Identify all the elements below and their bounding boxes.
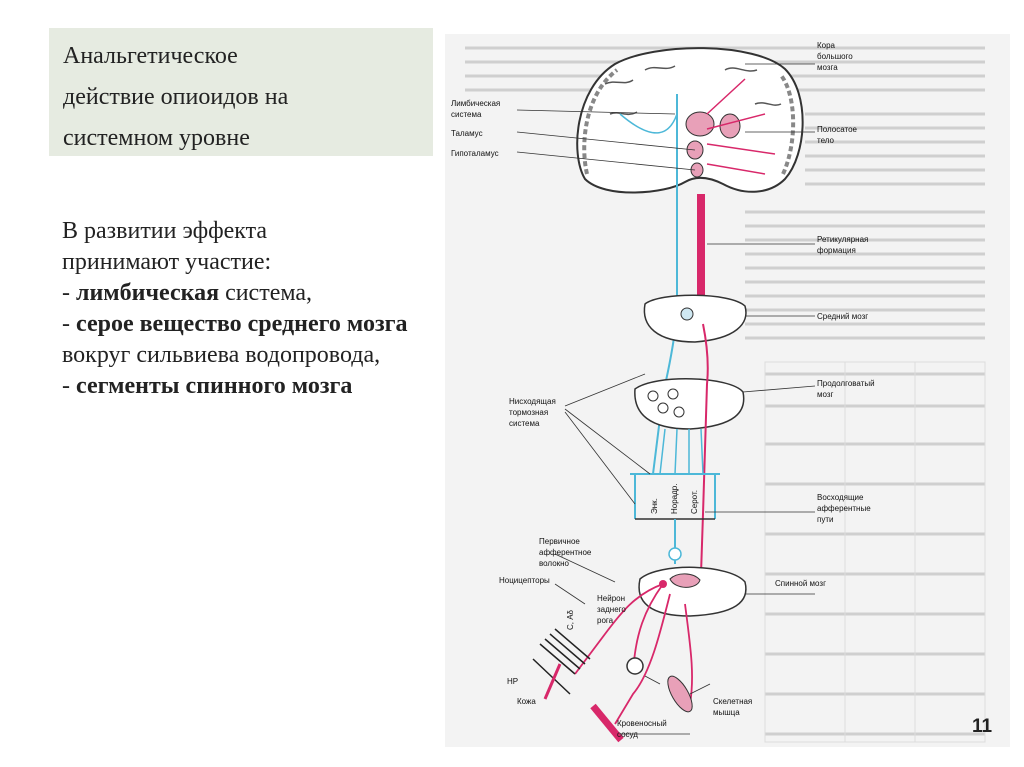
background-text-lines xyxy=(465,46,985,736)
background-table xyxy=(764,361,986,743)
label-nociceptors: Ноцицепторы xyxy=(499,576,550,585)
bullet-item-gray-matter: - серое вещество среднего мозга вокруг с… xyxy=(62,309,422,371)
bullet-rest: система, xyxy=(219,280,313,306)
bullet-bold: лимбическая xyxy=(76,280,220,306)
label-enk: Энк. xyxy=(650,498,659,514)
intro-text: В развитии эффекта принимают участие: xyxy=(62,216,422,278)
slide-body: В развитии эффекта принимают участие: - … xyxy=(62,216,422,402)
bullet-bold: сегменты спинного мозга xyxy=(76,373,353,399)
periphery-section xyxy=(532,583,693,743)
bullet-prefix: - xyxy=(62,280,76,306)
label-fibers: С, Aδ xyxy=(566,609,575,630)
descending-box xyxy=(630,473,720,564)
midbrain-section xyxy=(643,294,747,343)
medulla-section xyxy=(634,378,745,430)
slide-title-line-3: системном уровне xyxy=(63,125,250,151)
bullet-prefix: - xyxy=(62,311,76,337)
bullet-rest: вокруг сильвиева водопровода, xyxy=(62,342,381,368)
label-nr: НР xyxy=(507,677,518,686)
slide-title-box: Анальгетическое действие опиоидов на сис… xyxy=(49,28,433,156)
label-skin: Кожа xyxy=(517,697,536,706)
label-noradr: Норадр. xyxy=(670,484,679,514)
intro-line-2: принимают участие: xyxy=(62,249,272,275)
label-thalamus: Таламус xyxy=(451,129,483,138)
label-leaders xyxy=(516,63,816,735)
label-serot: Серот. xyxy=(690,490,699,514)
intro-line-1: В развитии эффекта xyxy=(62,218,268,244)
label-spinal-cord: Спинной мозг xyxy=(775,579,826,588)
bullet-list: - лимбическая система, - серое вещество … xyxy=(62,278,422,402)
slide-title-line-2: действие опиоидов на xyxy=(63,84,289,110)
label-hypothalamus: Гипоталамус xyxy=(451,149,499,158)
label-midbrain: Средний мозг xyxy=(817,312,868,321)
bullet-bold: серое вещество среднего мозга xyxy=(76,311,408,337)
spinal-cord-section xyxy=(638,566,747,617)
slide-title-line-1: Анальгетическое xyxy=(63,43,238,69)
slide-number: 11 xyxy=(972,716,993,737)
bullet-item-limbic: - лимбическая система, xyxy=(62,278,422,309)
brainstem-bar xyxy=(697,194,705,324)
bullet-item-spinal: - сегменты спинного мозга xyxy=(62,371,422,402)
brain-section xyxy=(576,47,804,194)
bullet-prefix: - xyxy=(62,373,76,399)
